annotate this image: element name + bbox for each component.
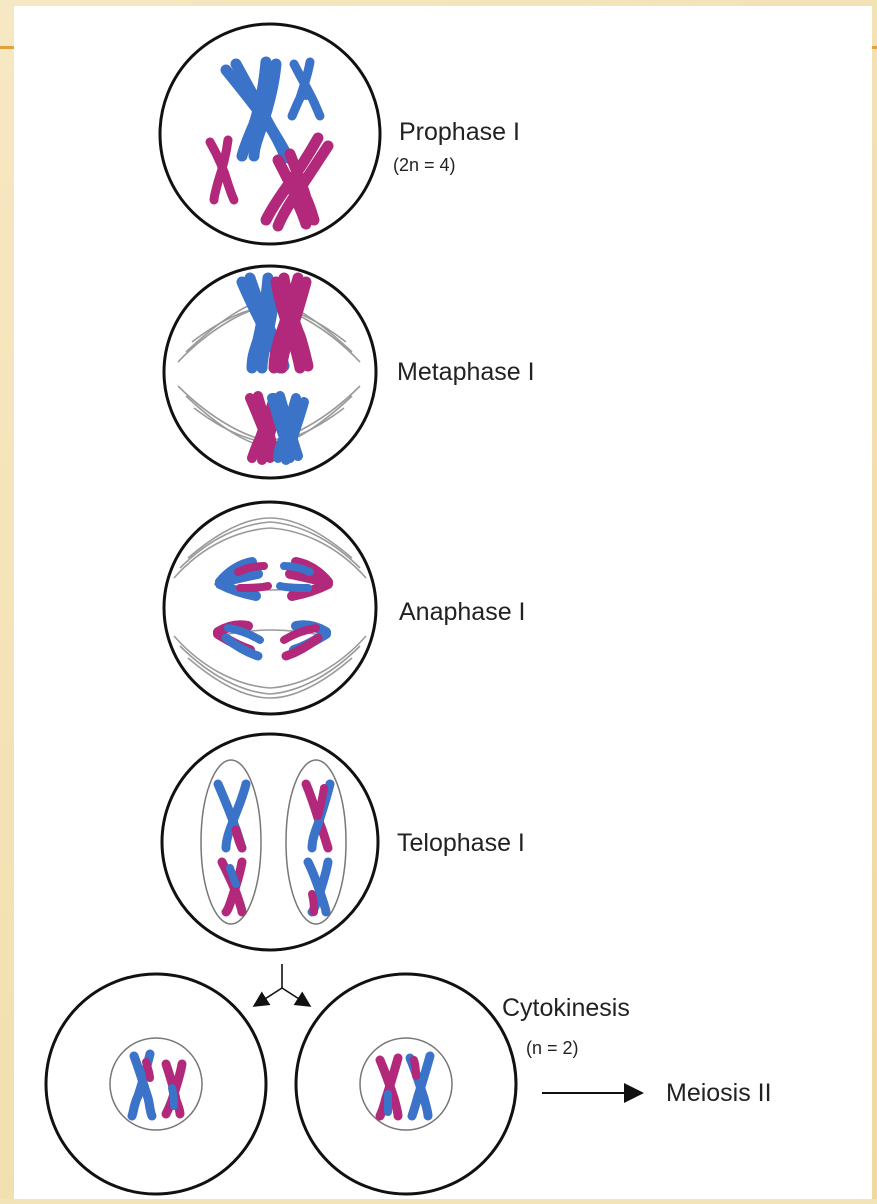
- meiosis-diagram-canvas: Prophase I (2n = 4): [14, 6, 872, 1199]
- next-step: Meiosis II: [542, 1079, 772, 1107]
- next-step-label: Meiosis II: [666, 1079, 772, 1107]
- anaphase-cell-membrane: [164, 502, 376, 714]
- daughter-right-nucleus: [360, 1038, 452, 1130]
- cytokinesis-ploidy-note: (n = 2): [526, 1038, 579, 1058]
- split-arrows: [254, 964, 310, 1006]
- metaphase-cell: Metaphase I: [164, 266, 535, 478]
- anaphase-cell: Anaphase I: [164, 502, 526, 714]
- metaphase-label: Metaphase I: [397, 358, 535, 386]
- prophase-label: Prophase I: [399, 118, 520, 146]
- anaphase-label: Anaphase I: [399, 598, 526, 626]
- cytokinesis-cells: Cytokinesis (n = 2): [46, 974, 630, 1194]
- telophase-label: Telophase I: [397, 829, 525, 857]
- meiosis-diagram: Prophase I (2n = 4): [14, 6, 872, 1199]
- prophase-cell: Prophase I (2n = 4): [160, 24, 520, 244]
- telophase-cell: Telophase I: [162, 734, 525, 950]
- cytokinesis-label: Cytokinesis: [502, 994, 630, 1022]
- prophase-ploidy-note: (2n = 4): [393, 155, 456, 175]
